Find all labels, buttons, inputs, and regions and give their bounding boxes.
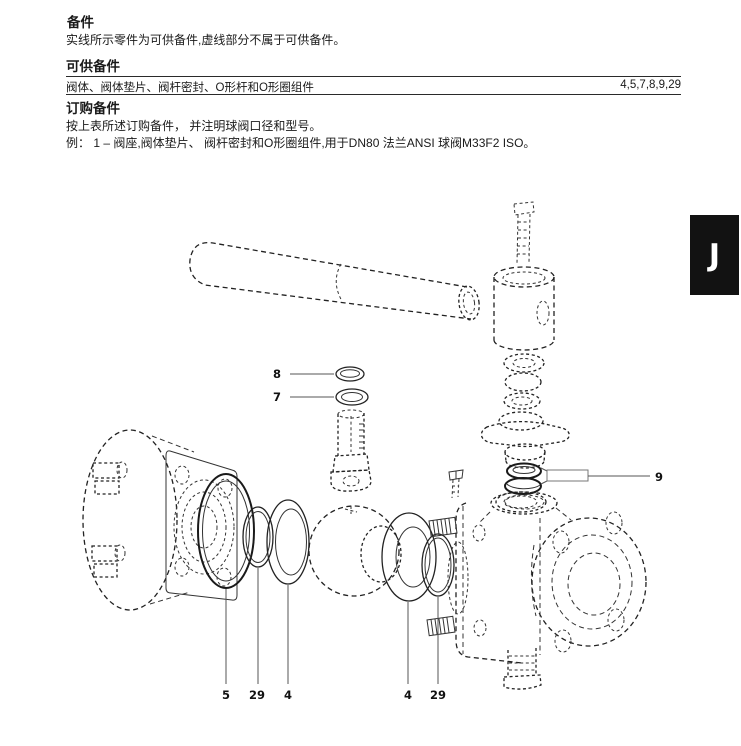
valve-ball — [308, 505, 402, 597]
callout-4-right-label: 4 — [404, 688, 412, 702]
bottom-callouts: 5 29 4 4 29 — [222, 568, 446, 702]
available-spares-title: 可供备件 — [66, 59, 120, 74]
spares-title: 备件 — [67, 15, 94, 30]
table-top-rule — [66, 76, 681, 77]
callout-9: 9 — [540, 467, 663, 485]
exploded-valve-diagram: 9 8 7 — [82, 201, 663, 702]
stem-o-rings — [504, 462, 542, 495]
spares-body: 实线所示零件为可供备件,虚线部分不属于可供备件。 — [66, 33, 346, 47]
stem-stop-plate — [480, 420, 570, 448]
stem-seal-ring-8: 8 — [273, 366, 365, 382]
callout-29-right-label: 29 — [430, 688, 446, 702]
o-ring-29-left — [242, 506, 274, 568]
ordering-example: 例： 1 – 阀座,阀体垫片、 阀杆密封和O形圈组件,用于DN80 法兰ANSI… — [66, 136, 536, 150]
o-ring-29-right — [421, 533, 455, 597]
callout-7-label: 7 — [273, 390, 281, 404]
body-stud-upper — [428, 516, 458, 538]
seat-ring-4-right — [381, 512, 437, 602]
handle-tube — [189, 241, 480, 321]
drain-plug — [503, 648, 542, 690]
chapter-tab: J — [690, 215, 739, 295]
body-gasket-ring — [197, 473, 255, 589]
stem-nut-stack — [480, 353, 570, 469]
table-bottom-rule — [66, 94, 681, 95]
chapter-tab-letter: J — [708, 237, 721, 273]
seat-ring-4-left — [266, 499, 310, 585]
handle-hub — [493, 266, 555, 351]
ordering-body: 按上表所述订购备件， 并注明球阀口径和型号。 — [66, 119, 322, 133]
valve-body — [447, 491, 647, 690]
callout-4-left-label: 4 — [284, 688, 292, 702]
callout-5-label: 5 — [222, 688, 230, 702]
valve-stem — [330, 409, 372, 492]
ordering-title: 订购备件 — [66, 101, 120, 116]
body-stud-lower — [426, 615, 456, 637]
left-pipe-flange — [82, 429, 195, 611]
body-end-plate — [165, 450, 238, 601]
vent-screw — [448, 469, 464, 499]
table-row: 阀体、阀体垫片、阀杆密封、O形杆和O形圈组件 4,5,7,8,9,29 — [66, 79, 681, 95]
spare-parts-description: 阀体、阀体垫片、阀杆密封、O形杆和O形圈组件 — [66, 82, 314, 94]
callout-29-left-label: 29 — [249, 688, 265, 702]
callout-9-label: 9 — [655, 470, 663, 484]
spare-parts-numbers: 4,5,7,8,9,29 — [620, 79, 681, 91]
callout-8-label: 8 — [273, 367, 281, 381]
stem-seal-ring-7: 7 — [273, 388, 369, 406]
handle-bolt — [513, 201, 535, 264]
